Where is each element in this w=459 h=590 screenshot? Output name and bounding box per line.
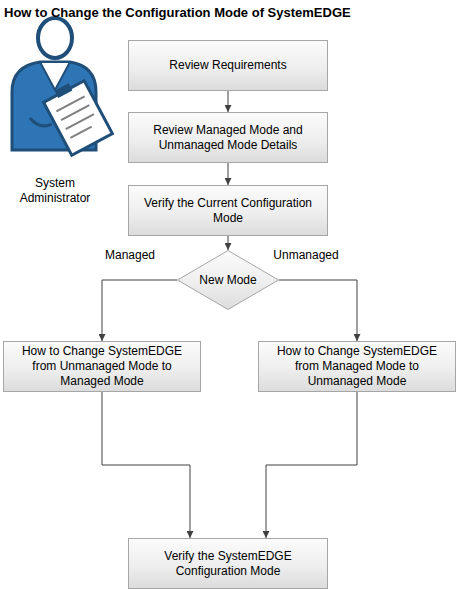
process-box: Verify the SystemEDGE Configuration Mode	[128, 538, 328, 589]
flow-arrow	[102, 392, 190, 538]
flow-arrow	[228, 91, 229, 112]
diagram-title: How to Change the Configuration Mode of …	[4, 5, 351, 20]
flow-arrow	[228, 236, 229, 250]
flow-arrow	[266, 392, 357, 538]
diamond-shape	[178, 251, 279, 310]
branch-label: Unmanaged	[268, 248, 344, 263]
node-text: How to Change SystemEDGE from Managed Mo…	[269, 344, 445, 389]
flow-arrow	[279, 280, 357, 341]
process-box: Review Managed Mode and Unmanaged Mode D…	[128, 112, 328, 163]
flow-arrow	[228, 163, 229, 185]
node-text: New Mode	[199, 273, 256, 288]
administrator-icon	[0, 0, 120, 175]
process-box: How to Change SystemEDGE from Managed Mo…	[258, 341, 456, 392]
flow-arrow	[102, 280, 177, 341]
node-text: How to Change SystemEDGE from Unmanaged …	[14, 344, 190, 389]
decision-diamond: New Mode	[177, 250, 279, 310]
process-box: How to Change SystemEDGE from Unmanaged …	[3, 341, 201, 392]
process-box: Review Requirements	[128, 40, 328, 91]
node-text: Review Managed Mode and Unmanaged Mode D…	[139, 123, 317, 153]
node-text: Review Requirements	[169, 58, 286, 73]
role-label: System Administrator	[0, 176, 110, 206]
branch-label: Managed	[100, 248, 160, 263]
node-text: Verify the SystemEDGE Configuration Mode	[139, 549, 317, 579]
node-text: Verify the Current Configuration Mode	[139, 196, 317, 226]
process-box: Verify the Current Configuration Mode	[128, 185, 328, 236]
